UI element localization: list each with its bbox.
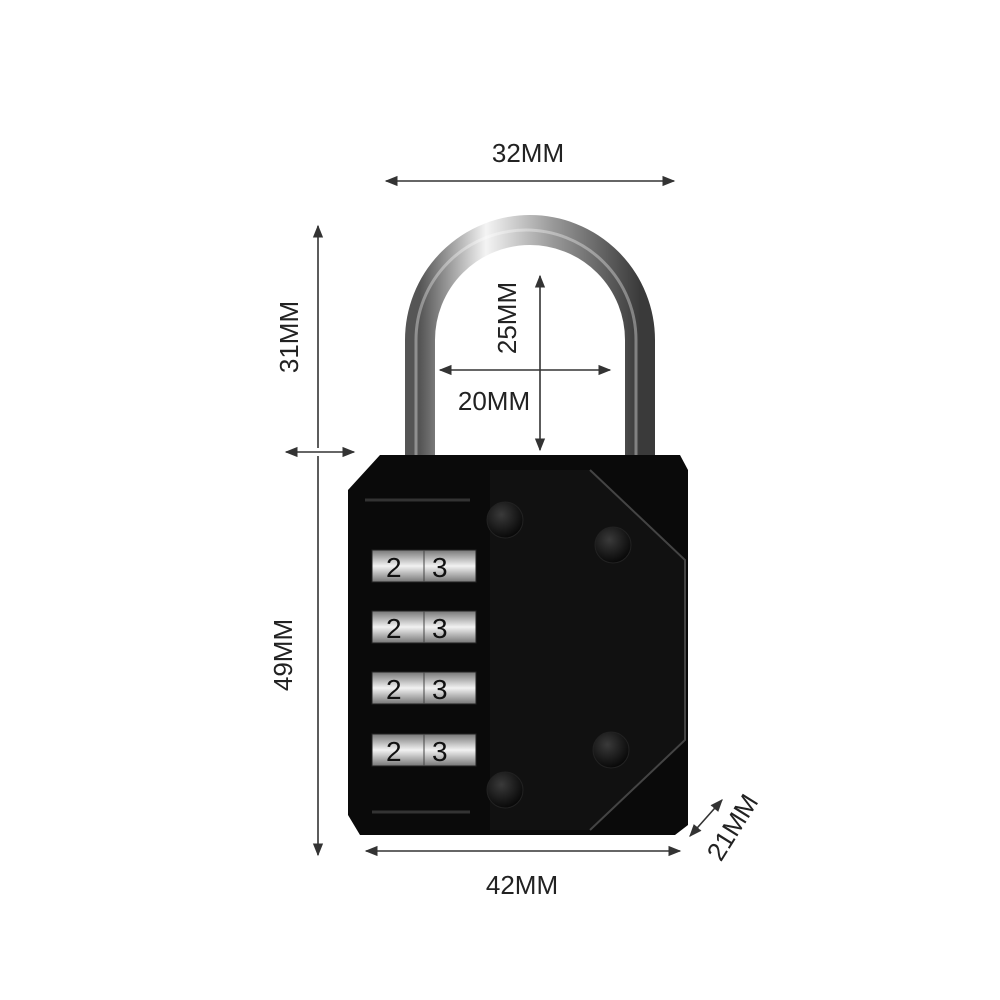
dial-row: 2 3 [371, 671, 477, 705]
dial-row: 2 3 [371, 549, 477, 583]
dial-digit: 3 [432, 736, 448, 767]
lock-body [348, 455, 688, 835]
rivet [486, 501, 524, 539]
dial-digit: 2 [386, 552, 402, 583]
dimension-line-21mm [689, 799, 723, 837]
dial-row: 2 3 [371, 733, 477, 767]
combination-dials[interactable]: 2 3 2 3 2 3 2 3 [371, 549, 477, 767]
label-32mm: 32MM [492, 138, 564, 168]
label-31mm: 31MM [274, 301, 304, 373]
shackle [405, 215, 655, 465]
label-49mm: 49MM [268, 619, 298, 691]
label-42mm: 42MM [486, 870, 558, 900]
label-21mm: 21MM [701, 789, 765, 866]
label-25mm: 25MM [492, 282, 522, 354]
dial-digit: 3 [432, 613, 448, 644]
dial-digit: 2 [386, 674, 402, 705]
rivet [592, 731, 630, 769]
dial-digit: 3 [432, 674, 448, 705]
dial-row: 2 3 [371, 610, 477, 644]
rivet [594, 526, 632, 564]
dial-digit: 2 [386, 736, 402, 767]
label-20mm: 20MM [458, 386, 530, 416]
dial-digit: 3 [432, 552, 448, 583]
dial-digit: 2 [386, 613, 402, 644]
rivet [486, 771, 524, 809]
